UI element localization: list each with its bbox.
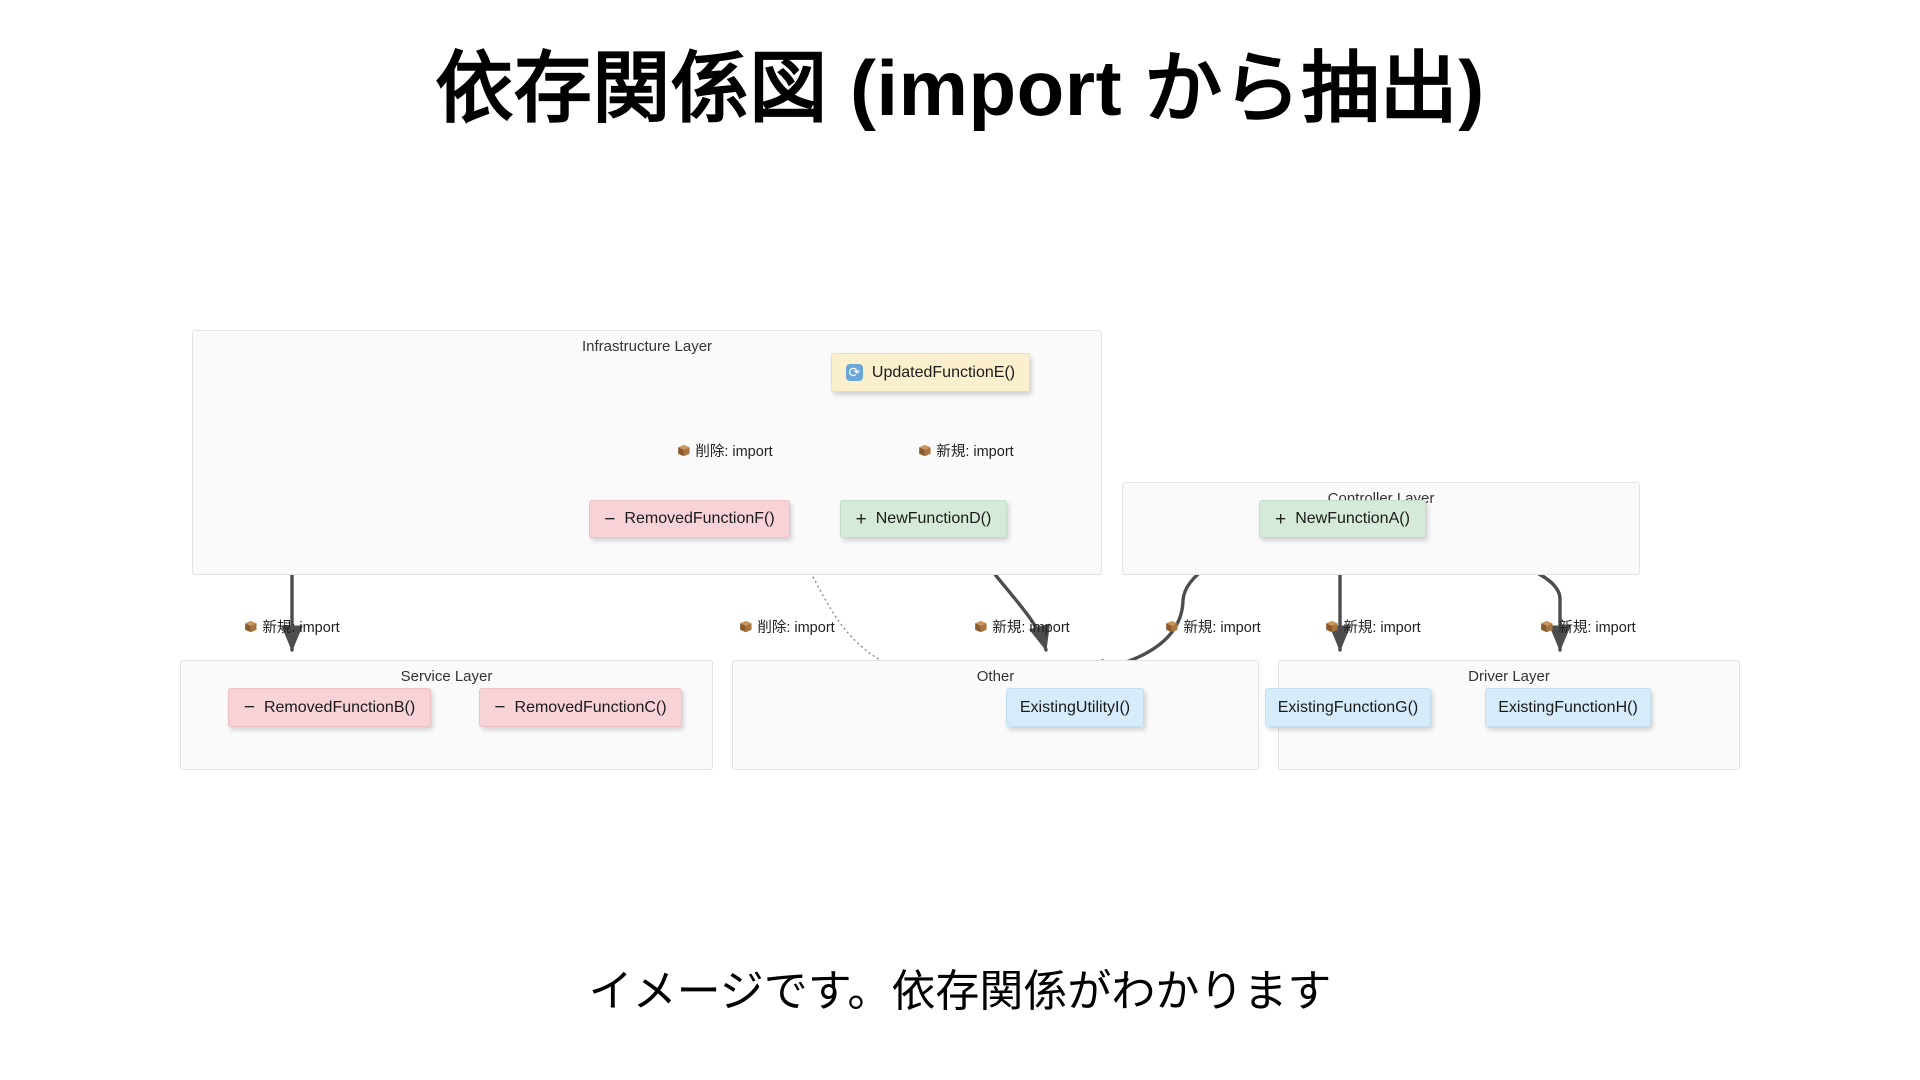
cluster-other: Other xyxy=(732,660,1259,770)
node-removed-function-b[interactable]: − RemovedFunctionB() xyxy=(228,688,431,727)
sync-icon xyxy=(845,364,863,381)
package-icon xyxy=(1165,620,1178,633)
cluster-label-other: Other xyxy=(976,668,1015,685)
removed-sign: − xyxy=(243,697,255,718)
node-label: RemovedFunctionC() xyxy=(514,698,667,716)
package-icon xyxy=(1325,620,1338,633)
node-updated-function-e[interactable]: UpdatedFunctionE() xyxy=(831,353,1030,392)
edge-label-text: 削除: import xyxy=(695,444,773,460)
edge-label-new-import-6: 新規: import xyxy=(1540,616,1636,637)
node-label: UpdatedFunctionE() xyxy=(871,363,1016,381)
edge-label-removed-import-1: 削除: import xyxy=(677,440,773,461)
package-icon xyxy=(974,620,987,633)
package-icon xyxy=(1540,620,1553,633)
edge-label-new-import-5: 新規: import xyxy=(1325,616,1421,637)
package-icon xyxy=(677,444,690,457)
node-existing-function-h[interactable]: ExistingFunctionH() xyxy=(1485,688,1651,727)
edge-label-text: 新規: import xyxy=(1183,620,1261,636)
edge-label-text: 新規: import xyxy=(936,444,1014,460)
added-sign: + xyxy=(1275,508,1287,530)
edge-label-new-import-4: 新規: import xyxy=(1165,616,1261,637)
node-removed-function-f[interactable]: − RemovedFunctionF() xyxy=(589,500,790,538)
dependency-diagram: Infrastructure Layer Controller Layer Se… xyxy=(180,330,1740,770)
cluster-label-infrastructure: Infrastructure Layer xyxy=(581,338,713,355)
edge-label-text: 新規: import xyxy=(262,620,340,636)
node-label: ExistingFunctionG() xyxy=(1277,698,1419,716)
removed-sign: − xyxy=(494,697,506,718)
edge-label-removed-import-2: 削除: import xyxy=(739,616,835,637)
node-existing-function-g[interactable]: ExistingFunctionG() xyxy=(1265,688,1431,727)
edge-label-text: 新規: import xyxy=(992,620,1070,636)
edge-label-text: 新規: import xyxy=(1558,620,1636,636)
edge-label-text: 新規: import xyxy=(1343,620,1421,636)
edge-label-new-import-1: 新規: import xyxy=(918,440,1014,461)
node-label: ExistingUtilityI() xyxy=(1019,698,1131,716)
node-label: RemovedFunctionF() xyxy=(624,510,775,527)
added-sign: + xyxy=(855,508,867,530)
cluster-label-service: Service Layer xyxy=(400,668,493,685)
removed-sign: − xyxy=(604,508,616,530)
node-removed-function-c[interactable]: − RemovedFunctionC() xyxy=(479,688,682,727)
cluster-label-driver: Driver Layer xyxy=(1468,668,1550,685)
slide-caption: イメージです。依存関係がわかります xyxy=(588,967,1332,1016)
node-new-function-a[interactable]: + NewFunctionA() xyxy=(1259,500,1426,538)
node-new-function-d[interactable]: + NewFunctionD() xyxy=(840,500,1007,538)
edge-label-text: 削除: import xyxy=(757,620,835,636)
package-icon xyxy=(244,620,257,633)
node-label: RemovedFunctionB() xyxy=(263,698,416,716)
node-label: ExistingFunctionH() xyxy=(1498,698,1638,716)
edge-label-new-import-3: 新規: import xyxy=(974,616,1070,637)
package-icon xyxy=(918,444,931,457)
node-label: NewFunctionA() xyxy=(1295,510,1410,527)
node-existing-utility-i[interactable]: ExistingUtilityI() xyxy=(1006,688,1144,727)
node-label: NewFunctionD() xyxy=(875,510,992,527)
page-title: 依存関係図 (import から抽出) xyxy=(435,44,1485,132)
edge-label-new-import-2: 新規: import xyxy=(244,616,340,637)
package-icon xyxy=(739,620,752,633)
